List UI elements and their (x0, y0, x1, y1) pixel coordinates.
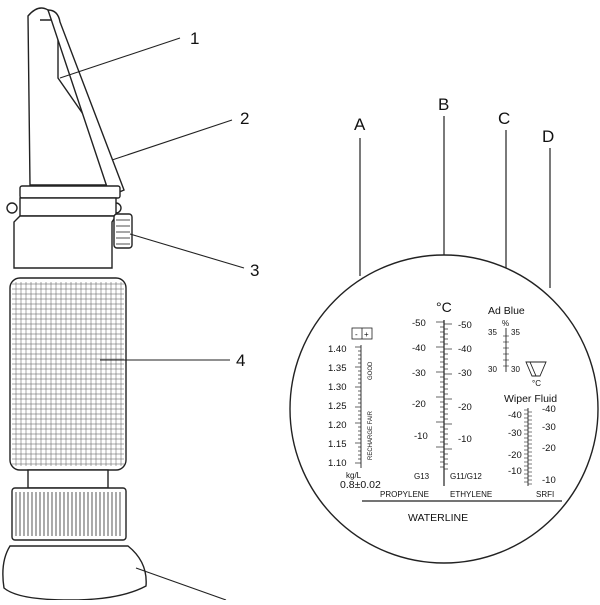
battery-tick-7: 1.10 (328, 458, 347, 469)
zone-leader-lines (359, 116, 551, 288)
wiper-right-tick-3: -20 (542, 443, 556, 454)
battery-plus: + (364, 330, 369, 339)
wiper-left-tick-1: -40 (508, 410, 522, 421)
battery-spec: 0.8±0.02 (340, 479, 381, 491)
hinge-pin-left (6, 202, 18, 214)
screw-threads (116, 219, 130, 245)
wiper-right-tick-1: -40 (542, 404, 556, 415)
wiper-left-tick-4: -10 (508, 466, 522, 477)
lower-neck (27, 469, 109, 489)
coolant-scale: °C -50 -40 -30 -20 -10 -50 -40 -30 -20 -… (380, 299, 492, 499)
coolant-right-tick-3: -30 (458, 368, 472, 379)
callout-2: 2 (240, 109, 249, 128)
battery-recharge-fair-label: RECHARGE FAIR (368, 410, 374, 460)
wiper-right-tick-2: -30 (542, 422, 556, 433)
leader-3 (129, 233, 245, 269)
leader-2 (111, 119, 233, 161)
battery-minus: - (355, 330, 358, 339)
callout-1: 1 (190, 29, 199, 48)
adblue-minor-ticks (503, 335, 509, 367)
refractometer-body (2, 7, 147, 601)
leader-5 (135, 567, 227, 601)
coolant-left-label: PROPYLENE (380, 490, 429, 499)
adblue-right-tick-1: 35 (511, 328, 520, 337)
grip-knurling (12, 282, 124, 466)
coolant-left-code: G13 (414, 472, 430, 481)
coolant-left-tick-5: -10 (414, 431, 428, 442)
leader-1 (59, 37, 181, 79)
adblue-title: Ad Blue (488, 305, 525, 317)
adblue-left-tick-2: 30 (488, 365, 497, 374)
coolant-right-tick-5: -10 (458, 434, 472, 445)
focus-ring-ribs (15, 492, 121, 536)
battery-scale: - + 1.40 1.35 1.30 1.25 1.20 1.15 1.10 G… (328, 327, 381, 491)
battery-tick-2: 1.35 (328, 363, 347, 374)
battery-tick-6: 1.15 (328, 439, 347, 450)
callout-4: 4 (236, 351, 245, 370)
callout-c: C (498, 109, 510, 128)
adblue-percent: % (502, 319, 509, 328)
battery-tick-3: 1.30 (328, 382, 347, 393)
wiper-left-tick-2: -30 (508, 428, 522, 439)
upper-tube (13, 215, 118, 269)
eyepiece (2, 545, 147, 601)
coolant-right-tick-1: -50 (458, 320, 472, 331)
coolant-right-code: G11/G12 (450, 472, 482, 481)
wiper-right-tick-4: -10 (542, 475, 556, 486)
battery-tick-4: 1.25 (328, 401, 347, 412)
battery-tick-5: 1.20 (328, 420, 347, 431)
wiper-title: Wiper Fluid (504, 393, 557, 405)
wiper-srfi: SRFI (536, 490, 554, 499)
adblue-scale: Ad Blue % 35 30 35 30 (488, 305, 547, 377)
battery-tick-1: 1.40 (328, 344, 347, 355)
calibration-screw (113, 213, 133, 249)
adblue-right-tick-2: 30 (511, 365, 520, 374)
battery-good-label: GOOD (368, 361, 374, 380)
coolant-unit: °C (436, 299, 452, 315)
wiper-unit: °C (532, 379, 541, 388)
collar (19, 197, 117, 217)
callout-a: A (354, 115, 366, 134)
callout-3: 3 (250, 261, 259, 280)
prism-housing (27, 7, 109, 186)
adblue-left-tick-1: 35 (488, 328, 497, 337)
coolant-right-tick-2: -40 (458, 344, 472, 355)
callout-d: D (542, 127, 554, 146)
battery-unit: kg/L (346, 471, 362, 480)
part-leader-lines (59, 37, 245, 601)
coolant-left-tick-4: -20 (412, 399, 426, 410)
flange (19, 185, 121, 199)
waterline-label: WATERLINE (408, 512, 468, 524)
wiper-left-tick-3: -20 (508, 450, 522, 461)
focus-ring (11, 487, 127, 541)
daylight-plate-cover (47, 9, 125, 197)
coolant-left-tick-3: -30 (412, 368, 426, 379)
coolant-right-tick-4: -20 (458, 402, 472, 413)
wiper-fluid-scale: °C Wiper Fluid -40 -30 -20 -10 -40 -30 -… (504, 379, 557, 499)
coolant-left-tick-1: -50 (412, 318, 426, 329)
coolant-right-label: ETHYLENE (450, 490, 492, 499)
wiper-icon (525, 361, 547, 377)
callout-b: B (438, 95, 449, 114)
coolant-left-tick-2: -40 (412, 343, 426, 354)
